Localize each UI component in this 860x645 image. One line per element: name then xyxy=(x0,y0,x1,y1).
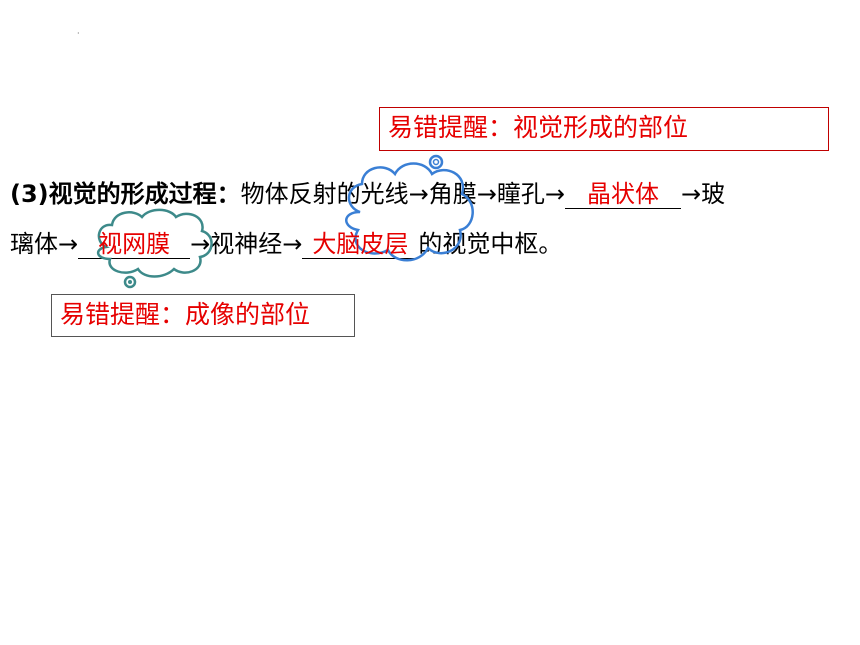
line1-text-b: →玻 xyxy=(680,180,726,208)
line1-text-a: 物体反射的光线→角膜→瞳孔→ xyxy=(240,180,565,208)
tip-text-imaging-location: 易错提醒：成像的部位 xyxy=(60,300,311,329)
answer-3: 大脑皮层 xyxy=(312,230,409,258)
stray-dot: · xyxy=(77,29,80,38)
tip-box-visual-location: 易错提醒：视觉形成的部位 xyxy=(379,107,829,151)
tip-box-imaging-location: 易错提醒：成像的部位 xyxy=(51,294,355,337)
tip-text-visual-location: 易错提醒：视觉形成的部位 xyxy=(388,113,689,142)
blank-1: 晶状体 xyxy=(564,176,681,209)
answer-1: 晶状体 xyxy=(586,180,659,208)
line2-text-c: 的视觉中枢。 xyxy=(418,230,563,258)
paragraph-line-1: (3)视觉的形成过程：物体反射的光线→角膜→瞳孔→ 晶状体 →玻 xyxy=(10,176,725,212)
answer-2: 视网膜 xyxy=(98,230,171,258)
blank-2: 视网膜 xyxy=(78,226,191,259)
blank-3: 大脑皮层 xyxy=(302,226,419,259)
line2-text-a: 璃体→ xyxy=(10,230,79,258)
paragraph-line-2: 璃体→ 视网膜 →视神经→ 大脑皮层的视觉中枢。 xyxy=(10,226,562,262)
line2-text-b: →视神经→ xyxy=(190,230,303,258)
question-label: (3)视觉的形成过程： xyxy=(10,180,241,208)
